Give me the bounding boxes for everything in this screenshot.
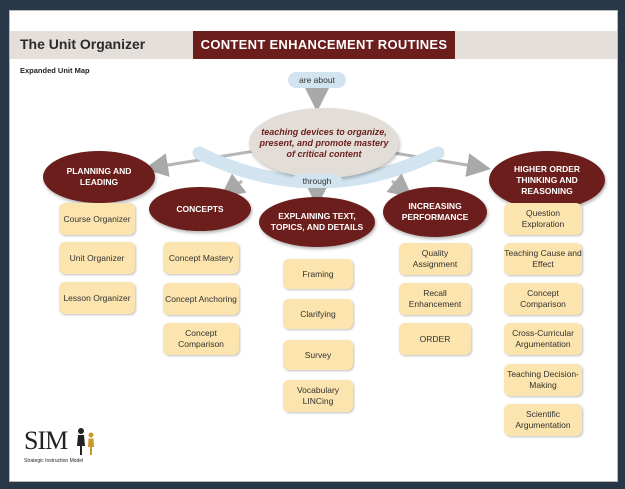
- item-teaching-decision-making: Teaching Decision-Making: [504, 364, 582, 396]
- category-higher-order-thinking: HIGHER ORDER THINKING AND REASONING: [489, 151, 605, 209]
- item-lesson-organizer: Lesson Organizer: [59, 282, 135, 314]
- center-ellipse: teaching devices to organize, present, a…: [249, 108, 399, 178]
- logo-subtext: Strategic Instruction Model: [24, 458, 84, 464]
- category-increasing-performance: INCREASING PERFORMANCE: [383, 187, 487, 237]
- figures-icon: [77, 428, 94, 455]
- item-cross-curricular-argumentation: Cross-Curricular Argumentation: [504, 323, 582, 355]
- category-concepts: CONCEPTS: [149, 187, 251, 231]
- connector-through: through: [292, 174, 342, 188]
- item-teaching-cause-and-effect: Teaching Cause and Effect: [504, 243, 582, 275]
- center-text: teaching devices to organize, present, a…: [259, 126, 389, 159]
- item-vocabulary-lincing: Vocabulary LINCing: [283, 380, 353, 412]
- logo-text: SIM: [24, 426, 68, 455]
- category-title: HIGHER ORDER THINKING AND REASONING: [513, 163, 581, 196]
- item-recall-enhancement: Recall Enhancement: [399, 283, 471, 315]
- routines-title: CONTENT ENHANCEMENT ROUTINES: [193, 31, 455, 59]
- category-title: CONCEPTS: [176, 203, 224, 214]
- item-concept-mastery: Concept Mastery: [163, 242, 239, 274]
- item-survey: Survey: [283, 340, 353, 370]
- unit-map-card: The Unit Organizer CONTENT ENHANCEMENT R…: [9, 10, 618, 482]
- item-framing: Framing: [283, 259, 353, 289]
- category-planning-and-leading: PLANNING AND LEADING: [43, 151, 155, 203]
- item-concept-comparison: Concept Comparison: [163, 323, 239, 355]
- connector-are-about: are about: [288, 72, 346, 88]
- item-scientific-argumentation: Scientific Argumentation: [504, 404, 582, 436]
- item-concept-anchoring: Concept Anchoring: [163, 283, 239, 315]
- item-question-exploration: Question Exploration: [504, 203, 582, 235]
- item-clarifying: Clarifying: [283, 299, 353, 329]
- map-subtitle: Expanded Unit Map: [20, 66, 90, 75]
- item-quality-assignment: Quality Assignment: [399, 243, 471, 275]
- item-course-organizer: Course Organizer: [59, 203, 135, 235]
- category-explaining-text: EXPLAINING TEXT, TOPICS, AND DETAILS: [259, 197, 375, 247]
- category-title: PLANNING AND LEADING: [66, 166, 132, 187]
- category-title: EXPLAINING TEXT, TOPICS, AND DETAILS: [270, 211, 364, 232]
- item-order: ORDER: [399, 323, 471, 355]
- item-unit-organizer: Unit Organizer: [59, 242, 135, 274]
- category-title: INCREASING PERFORMANCE: [401, 201, 469, 222]
- item-concept-comparison-hot: Concept Comparison: [504, 283, 582, 315]
- unit-title: The Unit Organizer: [20, 36, 146, 52]
